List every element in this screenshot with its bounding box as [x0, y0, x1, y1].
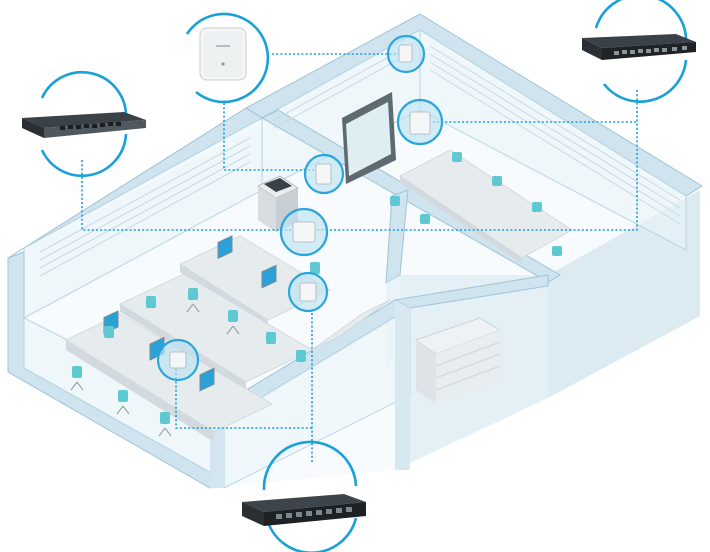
rack-switch-icon	[22, 112, 146, 138]
access-point-icon	[156, 338, 200, 382]
access-points	[156, 34, 444, 382]
meeting-room	[342, 92, 573, 264]
meeting-chairs	[390, 152, 562, 256]
office-chairs	[70, 262, 320, 437]
wireless-access-point-callout	[180, 12, 270, 104]
access-point-icon	[287, 271, 329, 313]
network-links	[81, 53, 638, 462]
rackmount-switch-callout	[22, 70, 146, 178]
managed-switch-icon	[582, 34, 696, 60]
access-point-icon	[199, 27, 247, 81]
desktop-switch-icon	[242, 494, 366, 526]
access-point-icon	[303, 153, 345, 195]
storage-cabinet	[415, 317, 501, 404]
access-point-icon	[279, 207, 329, 257]
access-point-icon	[386, 34, 426, 74]
desktop-switch-callout	[242, 440, 366, 552]
access-point-icon	[396, 98, 444, 146]
smart-switch-callout	[582, 0, 696, 103]
